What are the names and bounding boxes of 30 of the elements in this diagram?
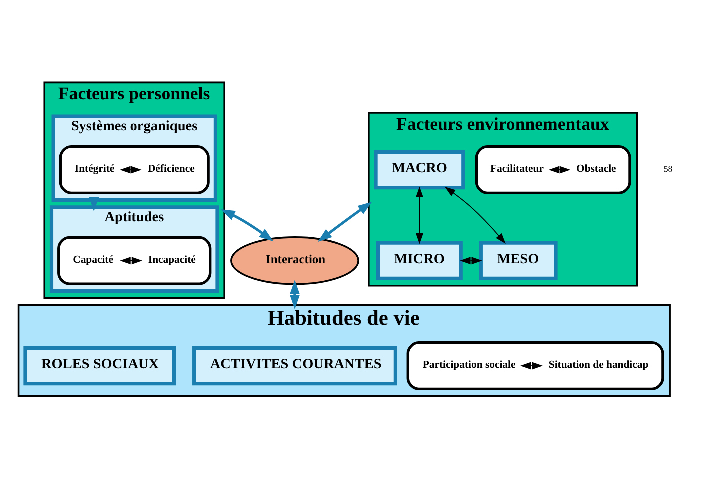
arrow: [460, 256, 482, 264]
node-box: MICRO: [376, 240, 463, 280]
node-box: ACTIVITES COURANTES: [192, 346, 398, 386]
arrow: [120, 166, 142, 174]
arrow: [220, 209, 274, 242]
node-text: Situation de handicap: [548, 358, 649, 370]
node-box: MACRO: [374, 150, 466, 190]
node-box: ROLES SOCIAUX: [24, 346, 176, 386]
node-text: Obstacle: [576, 162, 616, 174]
node-text: Déficience: [148, 162, 195, 174]
node-ellipse: Interaction: [230, 236, 360, 285]
cluster: [406, 341, 664, 390]
node-text: Facilitateur: [490, 162, 544, 174]
arrow: [89, 196, 100, 211]
arrow: [548, 166, 571, 174]
node-text: Intégrité: [74, 162, 115, 174]
node-box: MESO: [479, 240, 558, 280]
cluster: [58, 236, 212, 285]
arrow: [120, 256, 143, 264]
node-text: Incapacité: [148, 253, 196, 266]
arrow: [444, 186, 506, 244]
arrow: [520, 362, 543, 370]
node-text: Participation sociale: [422, 358, 516, 370]
label: 58: [664, 164, 673, 174]
cluster: [59, 145, 210, 194]
arrow: [318, 201, 372, 242]
arrow: [290, 280, 300, 309]
cluster: [475, 145, 632, 194]
node-text: Capacité: [73, 253, 114, 266]
arrow: [416, 186, 424, 244]
